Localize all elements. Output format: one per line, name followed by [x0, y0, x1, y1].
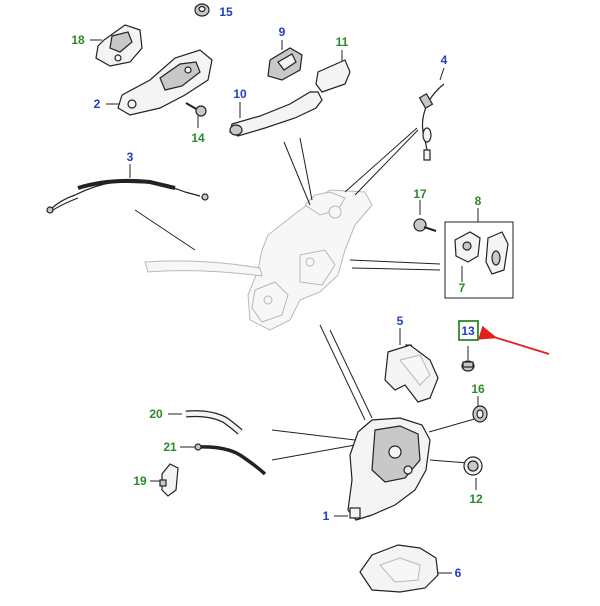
callout-11: 11: [336, 35, 349, 49]
callout-21: 21: [163, 440, 177, 454]
part-3-cable: [46, 178, 209, 214]
highlight-marker: [458, 320, 550, 355]
part-16-grommet: [472, 405, 488, 423]
part-15-grommet: [194, 3, 210, 17]
part-6-latch-cover: [359, 544, 439, 593]
callout-17: 17: [413, 187, 427, 201]
highlight-box: [458, 320, 479, 341]
callout-labels: 15 18 9 11 4 2 10 14 3 17 8 7 5 13 16 20…: [71, 5, 485, 580]
callout-8: 8: [475, 194, 482, 208]
part-8-group-box: [444, 221, 514, 299]
callout-3: 3: [127, 150, 134, 164]
part-17-bolt: [413, 218, 437, 232]
callout-6: 6: [455, 566, 462, 580]
callout-16: 16: [471, 382, 485, 396]
part-4-cable: [418, 83, 445, 161]
part-10-exterior-handle: [229, 91, 323, 137]
part-11-handle-cap: [315, 59, 351, 93]
part-18-bracket: [95, 24, 143, 67]
callout-12: 12: [469, 492, 483, 506]
part-5-cover: [384, 344, 439, 403]
part-12-seal: [463, 456, 483, 476]
part-13-plug: [461, 360, 475, 372]
callout-5: 5: [397, 314, 404, 328]
door-assembly-ghost: [144, 189, 373, 331]
callout-20: 20: [149, 407, 163, 421]
callout-18: 18: [71, 33, 85, 47]
callout-13: 13: [461, 324, 475, 338]
part-20-hose: [185, 410, 243, 435]
part-9-handle-bezel: [267, 47, 303, 81]
callout-9: 9: [279, 25, 286, 39]
callout-10: 10: [233, 87, 247, 101]
callout-14: 14: [191, 131, 205, 145]
callout-19: 19: [133, 474, 147, 488]
callout-15: 15: [219, 5, 233, 19]
part-19-clip: [159, 463, 179, 497]
callout-2: 2: [94, 97, 101, 111]
part-1-door-latch: [347, 417, 431, 521]
callout-4: 4: [441, 53, 448, 67]
callout-1: 1: [323, 509, 330, 523]
part-2-handle-bracket: [117, 49, 213, 116]
part-14-screw: [185, 102, 207, 117]
leader-lines: [90, 39, 498, 574]
part-21-rod: [194, 443, 267, 476]
red-arrow: [478, 325, 550, 355]
callout-7: 7: [459, 281, 466, 295]
